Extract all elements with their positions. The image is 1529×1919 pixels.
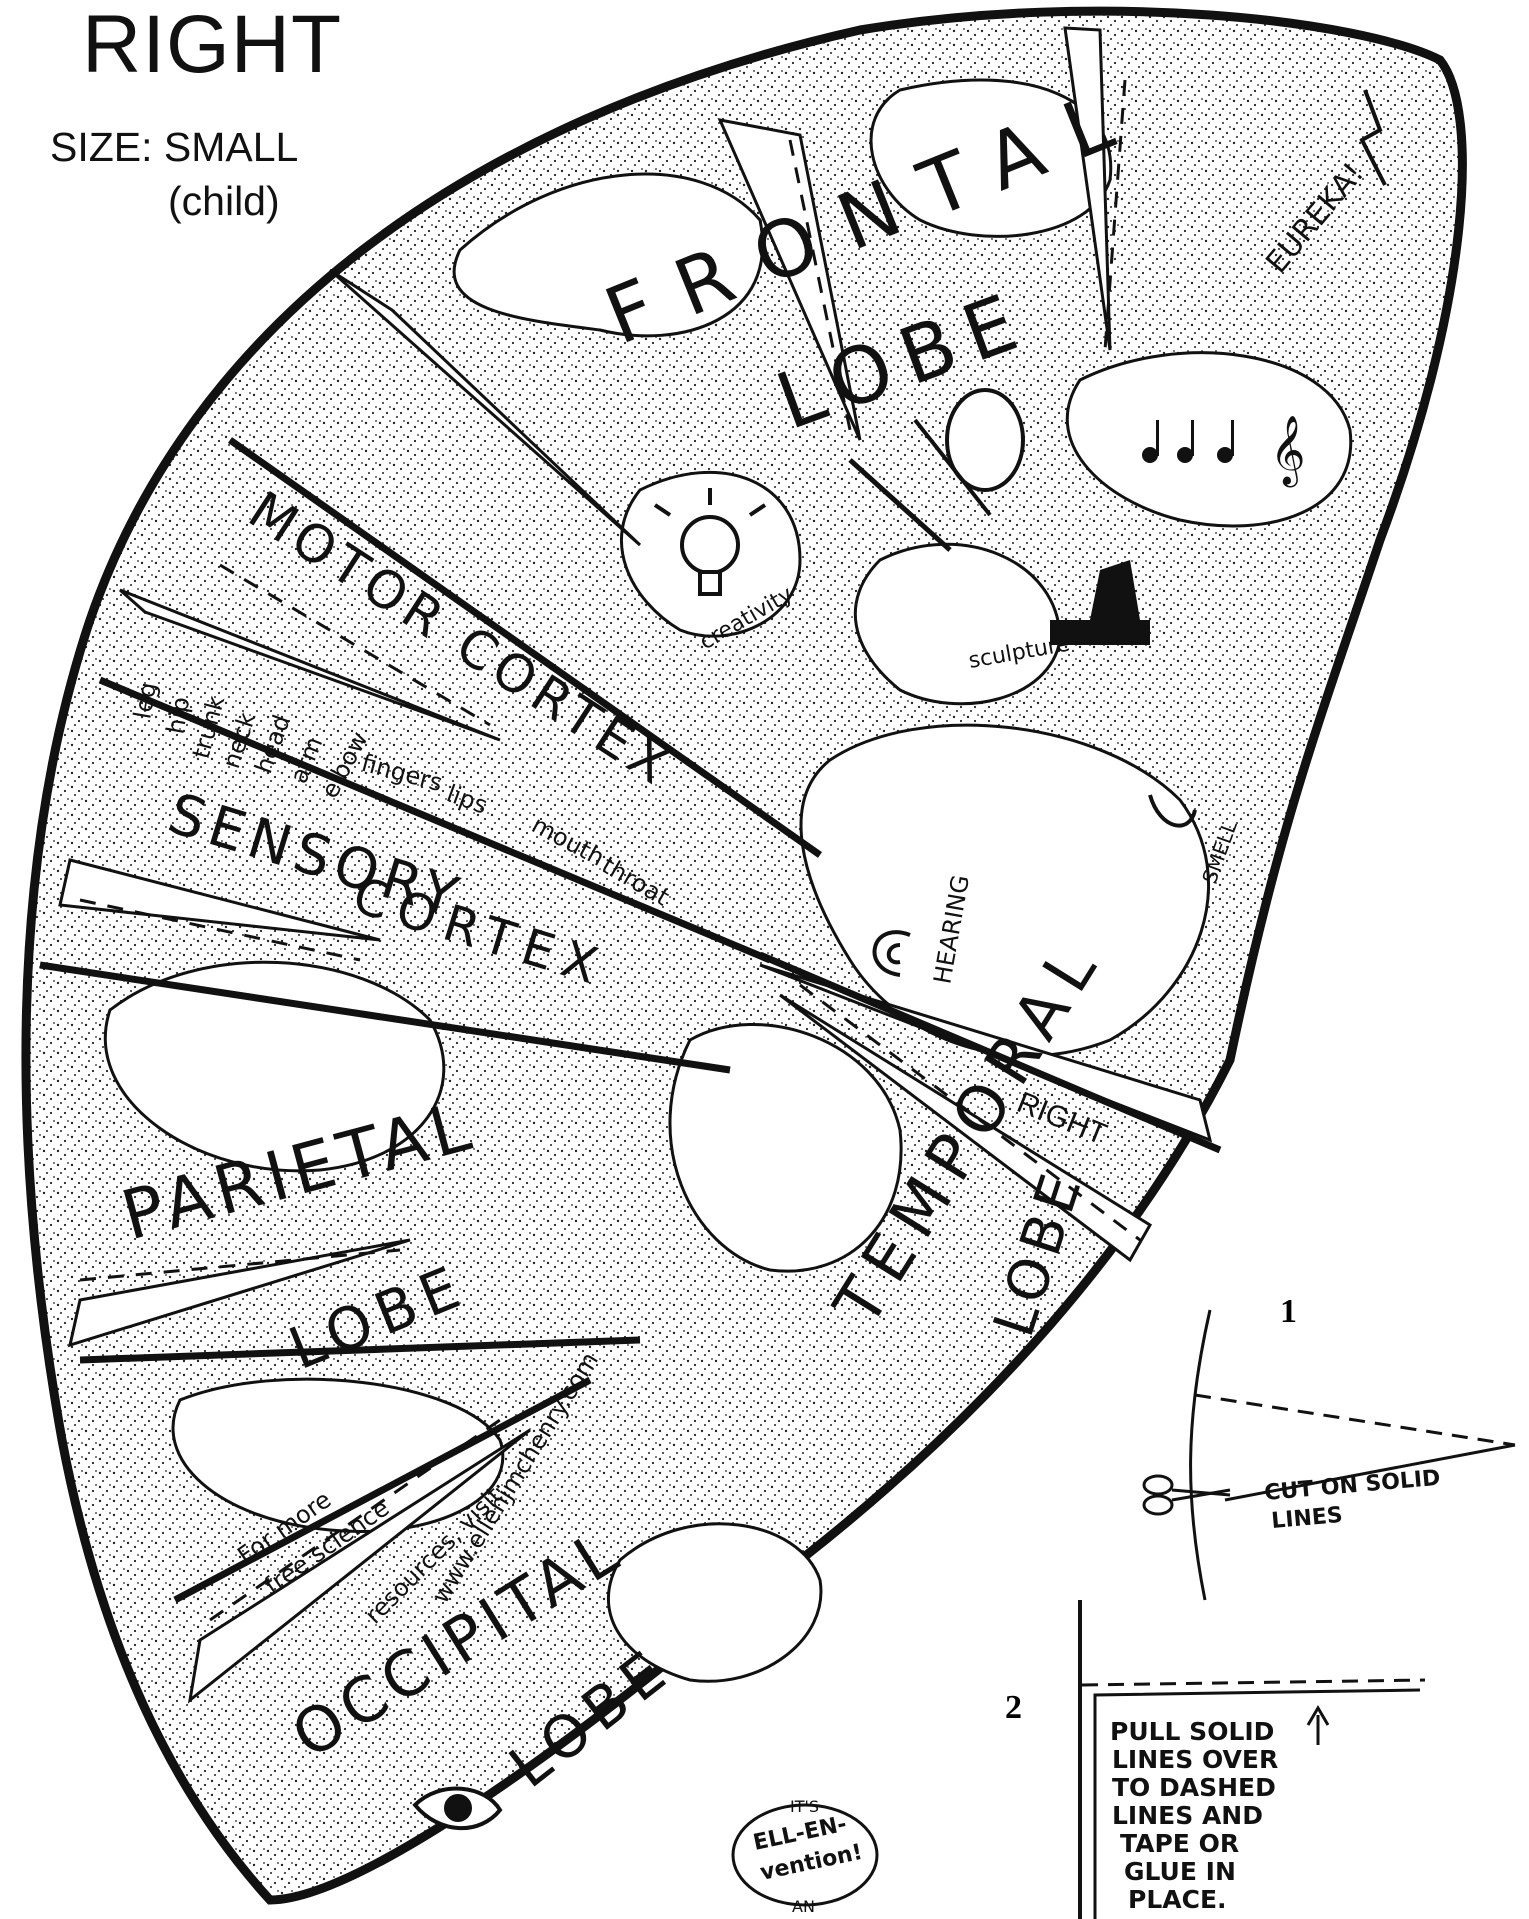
step-2-line: TAPE OR xyxy=(1120,1829,1239,1858)
ell-en-vention-badge: IT'S ELL-EN- vention! AN xyxy=(733,1797,877,1916)
step-2-line: LINES OVER xyxy=(1112,1745,1278,1774)
step-2-line: PLACE. xyxy=(1128,1885,1227,1914)
step-1-edge xyxy=(1191,1310,1210,1600)
step-1-text-1: CUT ON SOLID xyxy=(1263,1466,1441,1506)
step-2-line: LINES AND xyxy=(1112,1801,1263,1830)
instruction-step-2: 2 PULL SOLID LINES OVER TO DASHED LINES … xyxy=(1005,1600,1425,1919)
step-2-line: GLUE IN xyxy=(1124,1857,1236,1886)
badge-bottom: AN xyxy=(792,1897,815,1916)
scissors-icon xyxy=(1144,1476,1230,1514)
svg-text:𝄞: 𝄞 xyxy=(1270,415,1305,487)
step-1-number: 1 xyxy=(1280,1293,1297,1330)
step-2-dashed-line xyxy=(1082,1680,1425,1685)
instruction-step-1: 1 CUT ON SOLID LINES xyxy=(1144,1293,1515,1600)
step-1-text-2: LINES xyxy=(1270,1503,1343,1534)
step-2-text: PULL SOLID LINES OVER TO DASHED LINES AN… xyxy=(1110,1717,1278,1914)
step-2-line: TO DASHED xyxy=(1112,1773,1276,1802)
badge-top: IT'S xyxy=(790,1797,819,1816)
step-1-dashed-line xyxy=(1195,1395,1515,1445)
step-2-line: PULL SOLID xyxy=(1110,1717,1274,1746)
step-2-number: 2 xyxy=(1005,1689,1022,1726)
